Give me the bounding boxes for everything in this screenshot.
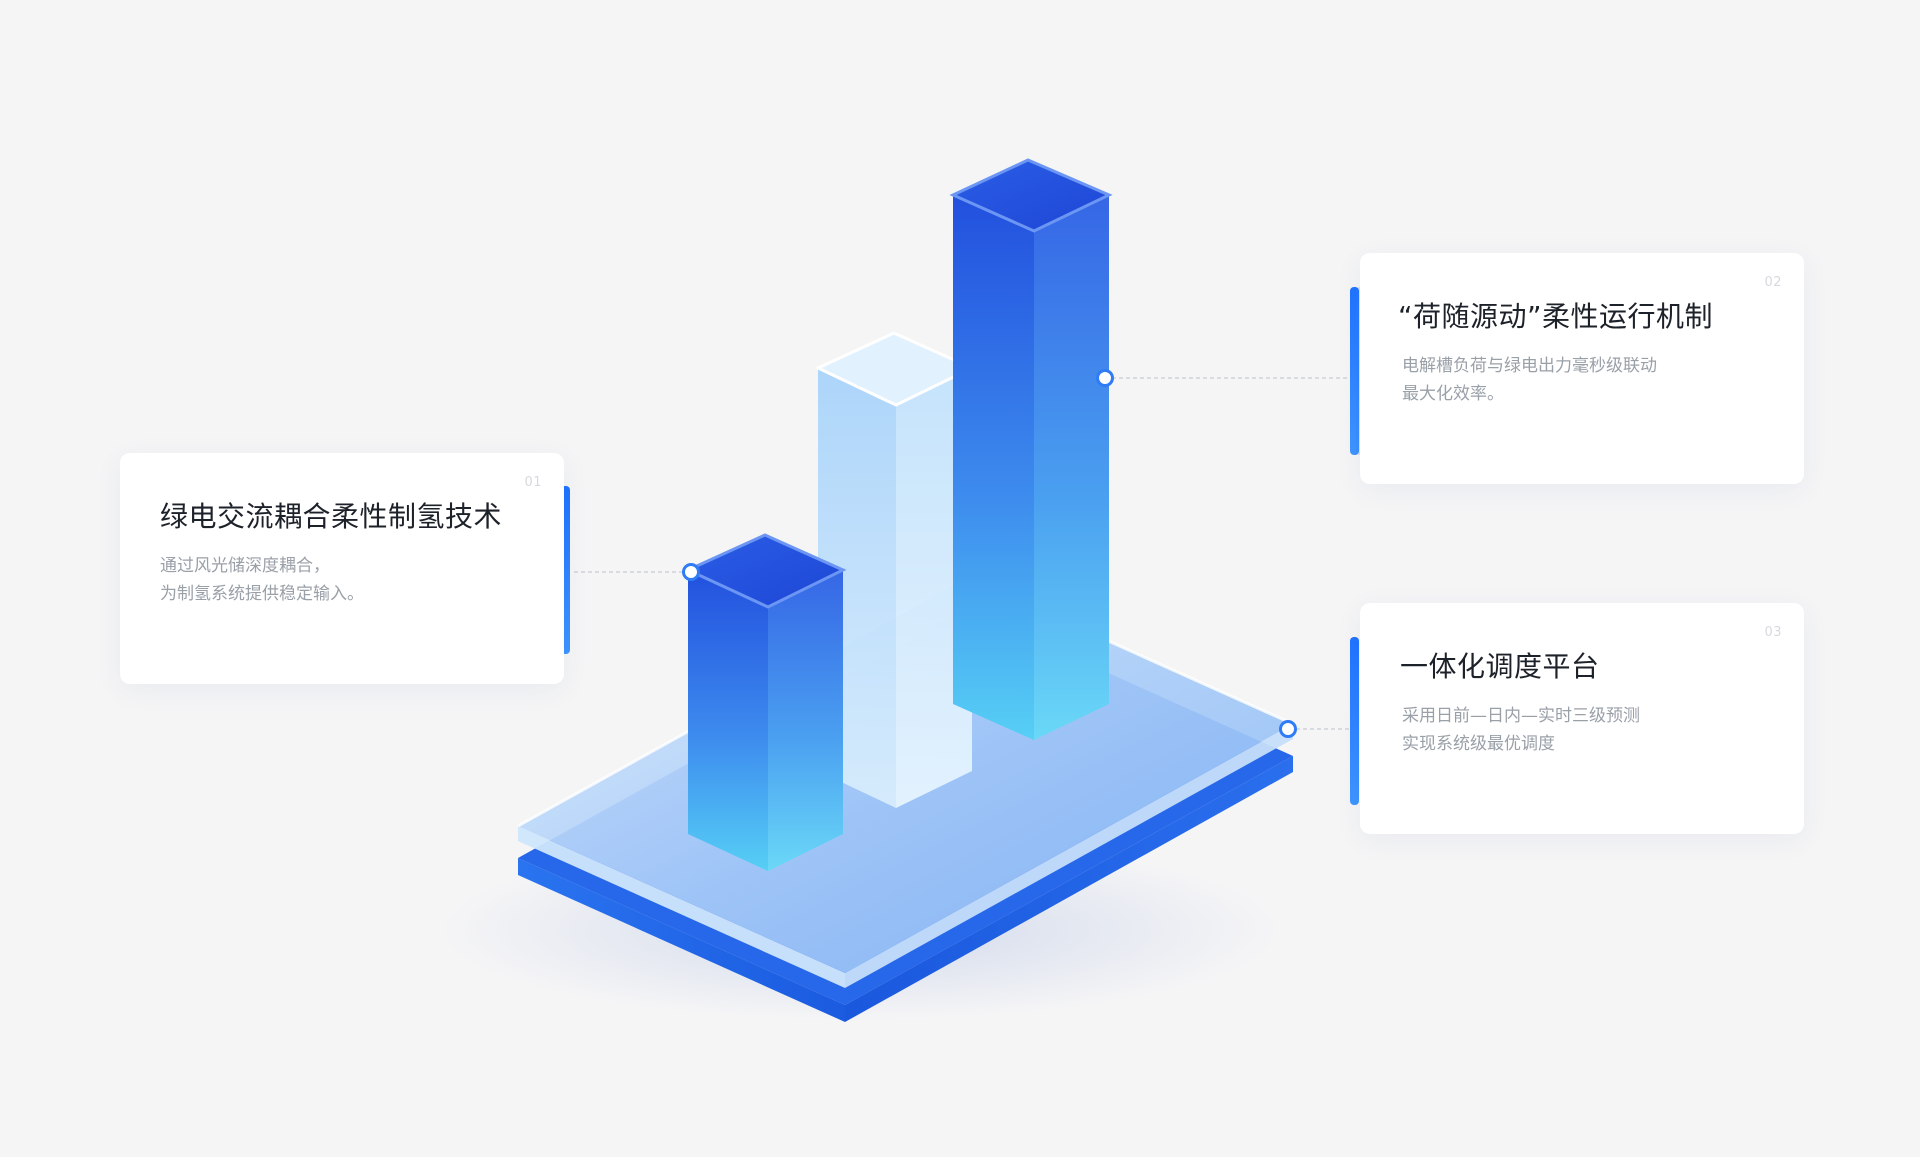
bar-dark-short (684, 533, 847, 871)
card-3-number: 03 (1764, 625, 1782, 640)
glass-left-edge (518, 826, 845, 988)
connector-dot-1 (682, 563, 700, 581)
card-2-desc-line-1: 电解槽负荷与绿电出力毫秒级联动 (1402, 356, 1657, 376)
card-2-accent-bar (1350, 287, 1359, 455)
bar-dark-tall (949, 158, 1113, 740)
card-3-title: 一体化调度平台 (1400, 650, 1600, 683)
connector-dot-3 (1279, 720, 1297, 738)
base-right-face (845, 756, 1293, 1022)
feature-card-2-body: 02 “荷随源动”柔性运行机制 电解槽负荷与绿电出力毫秒级联动 最大化效率。 (1360, 253, 1804, 484)
card-2-title: “荷随源动”柔性运行机制 (1398, 300, 1714, 333)
feature-card-1: 01 绿电交流耦合柔性制氢技术 通过风光储深度耦合， 为制氢系统提供稳定输入。 (120, 453, 564, 684)
card-1-description: 通过风光储深度耦合， 为制氢系统提供稳定输入。 (160, 552, 364, 608)
card-2-number: 02 (1764, 275, 1782, 290)
card-3-desc-line-2: 实现系统级最优调度 (1402, 734, 1555, 754)
bar-short-side (768, 570, 843, 871)
bar-tall-front (953, 195, 1034, 740)
glass-right-edge (845, 724, 1293, 988)
card-1-accent-bar (561, 486, 570, 654)
card-3-description: 采用日前—日内—实时三级预测 实现系统级最优调度 (1402, 702, 1640, 758)
card-1-desc-line-2: 为制氢系统提供稳定输入。 (160, 584, 364, 604)
card-1-desc-line-1: 通过风光储深度耦合， (160, 556, 330, 576)
card-3-desc-line-1: 采用日前—日内—实时三级预测 (1402, 706, 1640, 726)
card-1-number: 01 (524, 475, 542, 490)
base-left-face (518, 858, 845, 1022)
bar-short-top (684, 533, 847, 609)
bar-short-front (688, 570, 768, 871)
connector-dot-2 (1096, 369, 1114, 387)
card-3-accent-bar (1350, 637, 1359, 805)
card-1-title: 绿电交流耦合柔性制氢技术 (160, 500, 503, 533)
bar-tall-top (949, 158, 1113, 233)
card-2-desc-line-2: 最大化效率。 (1402, 384, 1504, 404)
feature-card-3: 03 一体化调度平台 采用日前—日内—实时三级预测 实现系统级最优调度 (1360, 603, 1804, 834)
bar-tall-side (1034, 195, 1109, 740)
card-2-description: 电解槽负荷与绿电出力毫秒级联动 最大化效率。 (1402, 352, 1657, 408)
